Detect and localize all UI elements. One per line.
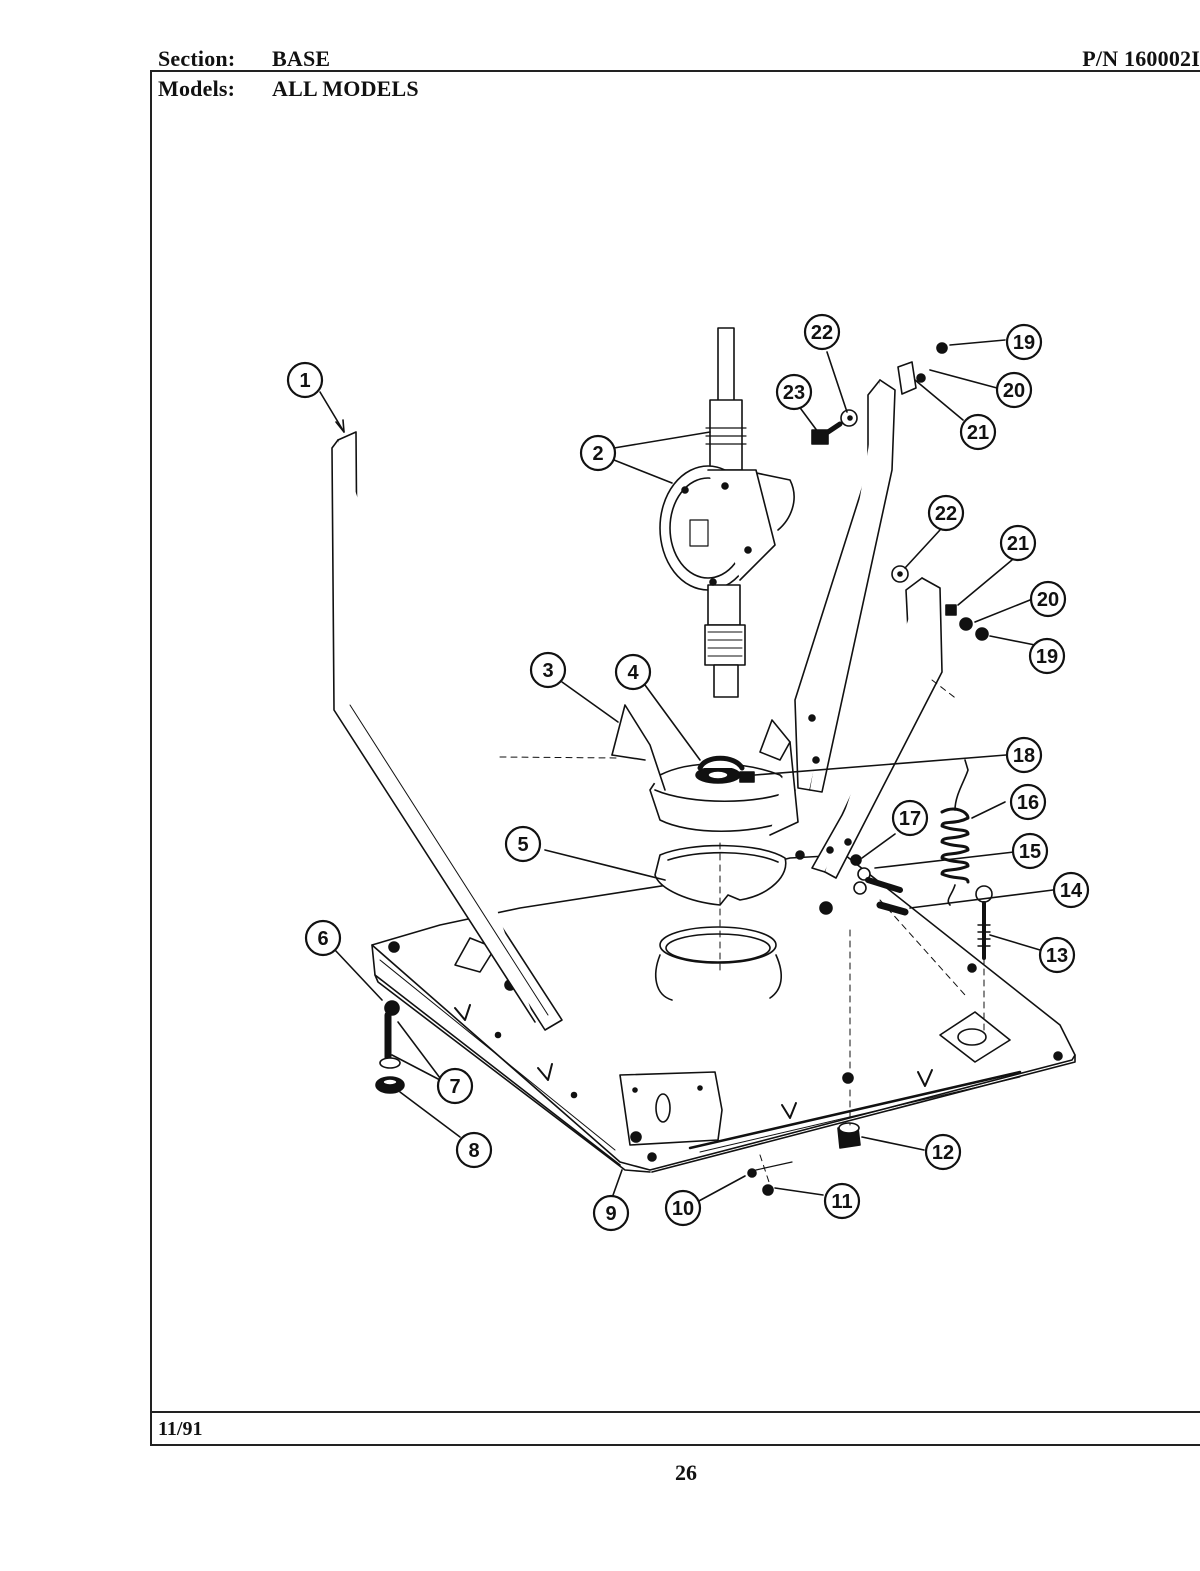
callout-1: 1: [286, 361, 324, 399]
callout-15: 15: [1011, 832, 1049, 870]
svg-text:1: 1: [299, 370, 310, 392]
svg-text:9: 9: [605, 1203, 616, 1225]
svg-text:14: 14: [1060, 880, 1083, 902]
svg-text:6: 6: [317, 928, 328, 950]
callout-18: 18: [1005, 736, 1043, 774]
svg-text:17: 17: [899, 808, 921, 830]
hardware-center-right: [850, 854, 909, 916]
svg-text:22: 22: [811, 322, 833, 344]
svg-text:20: 20: [1003, 380, 1025, 402]
transmission: [659, 327, 795, 698]
callout-13: 13: [1038, 936, 1076, 974]
svg-text:23: 23: [783, 382, 805, 404]
leg-bracket-left: [331, 431, 563, 1031]
svg-text:16: 16: [1017, 792, 1039, 814]
callout-16: 16: [1009, 783, 1047, 821]
callout-22-lower: 22: [927, 494, 965, 532]
svg-text:13: 13: [1046, 945, 1068, 967]
part-number: P/N 160002I: [1082, 46, 1200, 71]
ring-gasket: [654, 844, 787, 906]
leg-bracket-lower-right: [811, 577, 943, 879]
callout-19-lower: 19: [1028, 637, 1066, 675]
diagram-frame: [150, 70, 1200, 1446]
hardware-upper-right: [811, 342, 989, 641]
revision-date: 11/91: [158, 1418, 203, 1440]
section-label: Section:: [158, 46, 236, 71]
svg-text:8: 8: [468, 1140, 479, 1162]
spring: [940, 759, 970, 906]
svg-text:11: 11: [831, 1191, 852, 1213]
page-number: 26: [675, 1460, 697, 1485]
svg-text:19: 19: [1036, 646, 1058, 668]
bearing-housing: [611, 704, 799, 836]
svg-text:22: 22: [935, 503, 957, 525]
leader-lines: [319, 339, 1054, 1203]
callout-21-upper: 21: [959, 413, 997, 451]
svg-text:19: 19: [1013, 332, 1035, 354]
svg-text:18: 18: [1013, 745, 1035, 767]
callout-20-upper: 20: [995, 371, 1033, 409]
svg-text:3: 3: [542, 660, 553, 682]
hardware-lower-left: [375, 1000, 405, 1094]
callout-3: 3: [529, 651, 567, 689]
callout-9: 9: [592, 1194, 630, 1232]
base-plate: [371, 850, 1076, 1173]
callout-10: 10: [664, 1189, 702, 1227]
callout-23: 23: [775, 373, 813, 411]
svg-text:7: 7: [449, 1076, 460, 1098]
callout-2: 2: [579, 434, 617, 472]
callout-20-lower: 20: [1029, 580, 1067, 618]
svg-text:2: 2: [592, 443, 603, 465]
callout-12: 12: [924, 1133, 962, 1171]
svg-text:21: 21: [967, 422, 989, 444]
callout-labels: 1 2 3 4 5 6 7 8 9 10 11 12 13 14 15 16 1…: [286, 313, 1090, 1232]
section-value: BASE: [272, 46, 331, 71]
callout-7: 7: [436, 1067, 474, 1105]
svg-text:10: 10: [672, 1198, 694, 1220]
models-label: Models:: [158, 76, 236, 101]
callout-21-lower: 21: [999, 524, 1037, 562]
callout-5: 5: [504, 825, 542, 863]
leg-bracket-upper-right: [794, 379, 896, 793]
callout-8: 8: [455, 1131, 493, 1169]
callout-14: 14: [1052, 871, 1090, 909]
svg-text:4: 4: [627, 662, 639, 684]
hardware-lower-center: [747, 1122, 861, 1196]
svg-text:15: 15: [1019, 841, 1041, 863]
svg-text:20: 20: [1037, 589, 1059, 611]
callout-17: 17: [891, 799, 929, 837]
callout-22-upper: 22: [803, 313, 841, 351]
footer-rule: [150, 1411, 1200, 1413]
callout-11: 11: [823, 1182, 861, 1220]
models-value: ALL MODELS: [272, 76, 419, 101]
svg-text:5: 5: [517, 834, 528, 856]
guide-lines: [499, 679, 985, 1186]
svg-text:21: 21: [1007, 533, 1029, 555]
eye-bolt: [975, 885, 993, 960]
callout-6: 6: [304, 919, 342, 957]
svg-text:12: 12: [932, 1142, 954, 1164]
callout-19-upper: 19: [1005, 323, 1043, 361]
callout-4: 4: [614, 653, 652, 691]
